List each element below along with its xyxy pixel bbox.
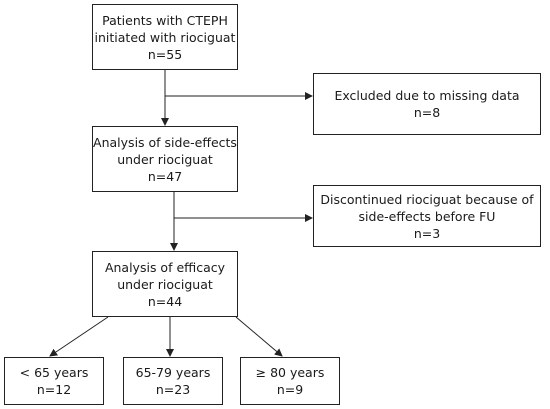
node-label: under riociguat [117,151,213,167]
node-efficacy-analysis: Analysis of efficacy under riociguat n=4… [92,251,238,317]
node-label: Analysis of side-effects [93,134,237,150]
node-age-65-79: 65-79 years n=23 [123,357,223,405]
node-count: n=3 [413,225,441,241]
node-label: initiated with riociguat [94,29,236,45]
node-count: n=23 [155,382,191,397]
node-age-under-65: < 65 years n=12 [4,357,104,405]
node-count: n=55 [147,46,183,62]
node-count: n=47 [147,168,183,184]
node-count: n=12 [36,382,72,397]
arrow-efficacy-to-age-ge80 [235,316,283,357]
node-count: n=44 [147,293,183,309]
node-label: Analysis of efficacy [104,259,226,275]
node-label: side-effects before FU [358,208,496,224]
node-label: 65-79 years [135,365,211,380]
node-label: < 65 years [19,365,89,380]
node-excluded-missing-data: Excluded due to missing data n=8 [313,73,541,135]
node-label: Excluded due to missing data [334,88,520,103]
node-patients-initiated: Patients with CTEPH initiated with rioci… [92,4,238,70]
node-label: ≥ 80 years [255,365,325,380]
node-age-80-plus: ≥ 80 years n=9 [240,357,340,405]
node-count: n=9 [276,382,304,397]
node-label: Discontinued riociguat because of [320,191,534,207]
node-count: n=8 [413,105,441,120]
node-label: Patients with CTEPH [102,12,228,28]
arrow-efficacy-to-age-lt65 [49,316,109,357]
node-label: under riociguat [117,276,213,292]
node-discontinued: Discontinued riociguat because of side-e… [313,185,541,247]
node-side-effects-analysis: Analysis of side-effects under riociguat… [92,126,238,192]
